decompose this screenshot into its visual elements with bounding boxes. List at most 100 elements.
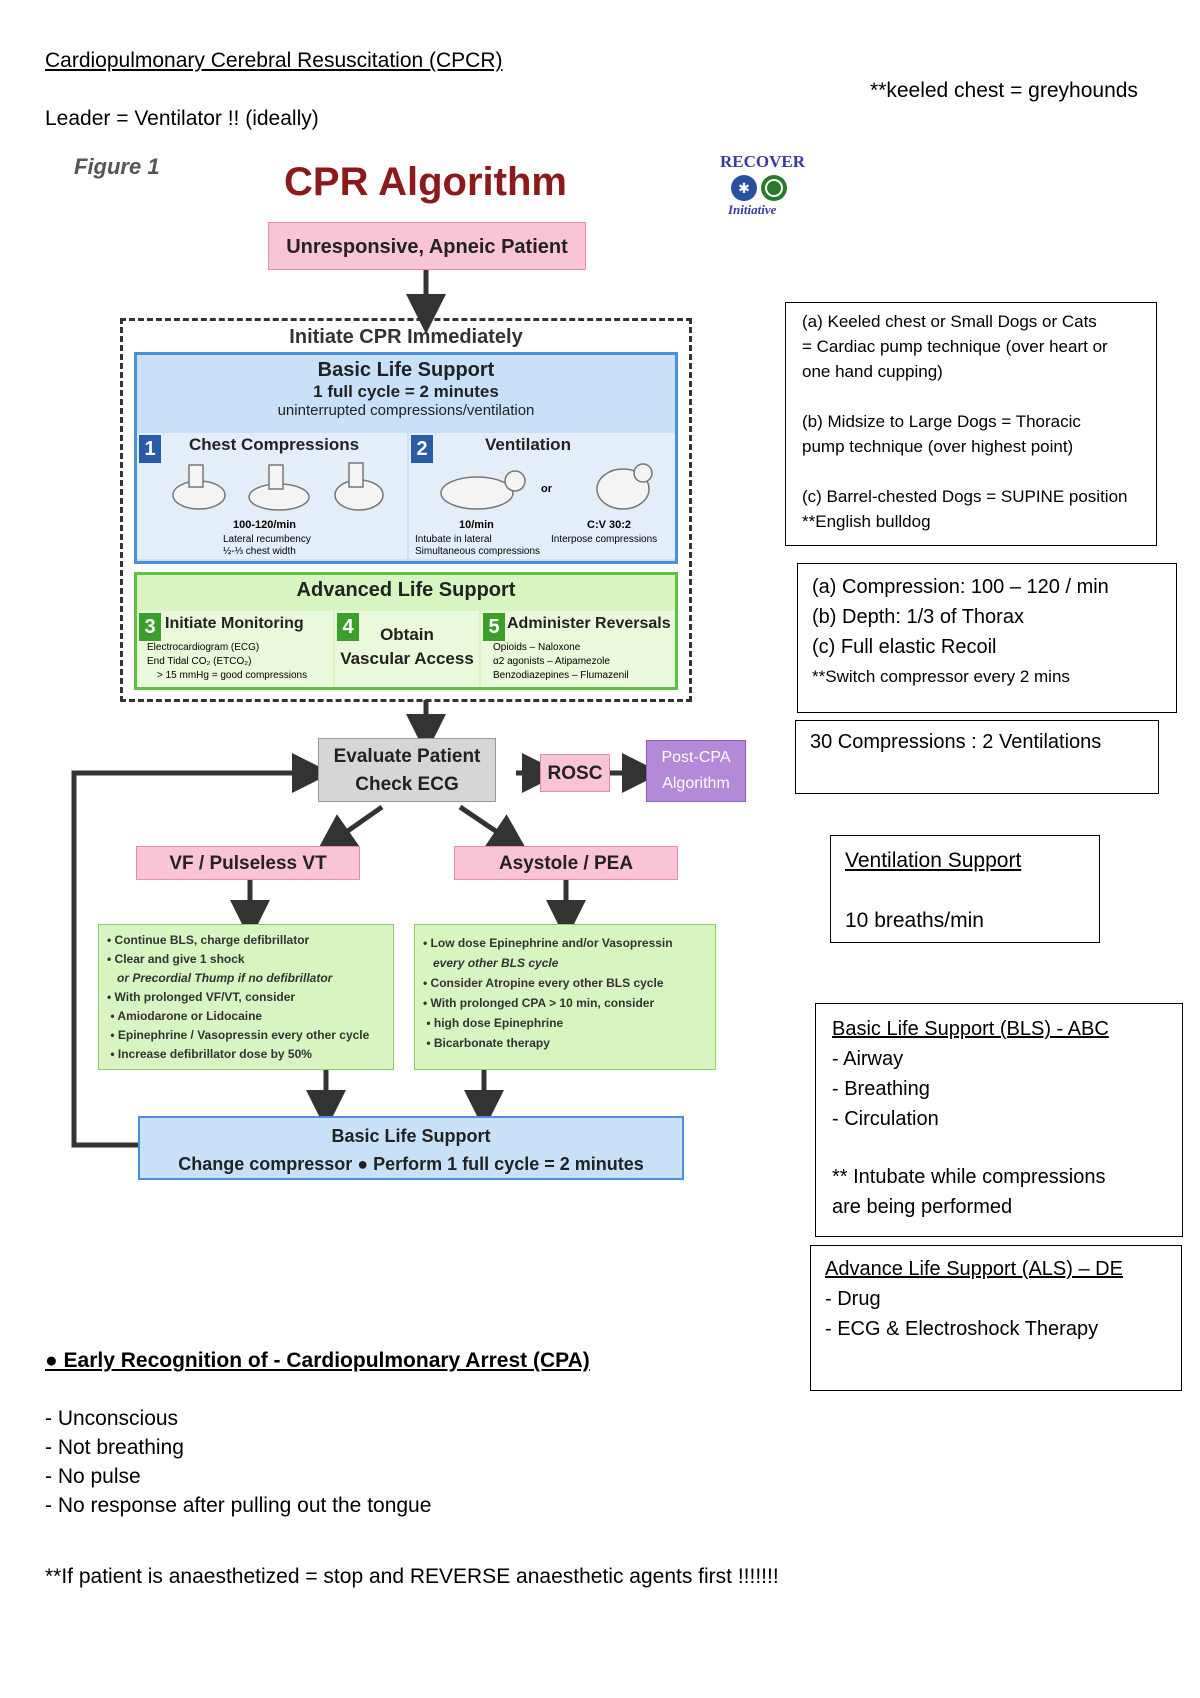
- asystole-actions-box: • Low dose Epinephrine and/or Vasopressi…: [414, 924, 716, 1070]
- chest-rate: 100-120/min: [233, 519, 296, 531]
- bls-panel: Basic Life Support 1 full cycle = 2 minu…: [134, 352, 678, 564]
- technique-spacer-2: [802, 459, 1140, 484]
- technique-line-6: pump technique (over highest point): [802, 437, 1074, 456]
- ventilation-support-value: 10 breaths/min: [845, 909, 984, 932]
- keeled-note: **keeled chest = greyhounds: [870, 79, 1138, 102]
- technique-line-3: one hand cupping): [802, 362, 943, 381]
- ventilation-cv-ratio: C:V 30:2: [587, 519, 632, 531]
- rosc-box: ROSC: [540, 754, 610, 792]
- technique-line-8: (c) Barrel-chested Dogs = SUPINE positio…: [802, 487, 1128, 506]
- early-recognition-title: ● Early Recognition of - Cardiopulmonary…: [45, 1349, 590, 1372]
- chest-note-1: Lateral recumbency: [223, 534, 311, 545]
- ratio-text: 30 Compressions : 2 Ventilations: [810, 731, 1102, 753]
- bls-abc-note-1: ** Intubate while compressions: [832, 1166, 1106, 1188]
- bls-abc-note-2: are being performed: [832, 1196, 1013, 1218]
- als-panel: Advanced Life Support 3 Initiate Monitor…: [134, 572, 678, 690]
- figure-label: Figure 1: [74, 154, 160, 179]
- bls-sub: uninterrupted compressions/ventilation: [277, 402, 535, 419]
- post-cpa-line-1: Post-CPA: [661, 749, 731, 766]
- evaluate-line-1: Evaluate Patient: [333, 746, 481, 767]
- technique-line-9: **English bulldog: [802, 512, 931, 531]
- bls-cycle: 1 full cycle = 2 minutes: [313, 382, 499, 401]
- monitoring-note-2: End Tidal CO₂ (ETCO₂): [147, 656, 252, 667]
- compression-illustrations-icon: [172, 462, 384, 511]
- als-de-title: Advance Life Support (ALS) – DE: [825, 1258, 1123, 1280]
- step-number-1: 1: [139, 435, 161, 463]
- leader-note: Leader = Ventilator !! (ideally): [45, 107, 319, 130]
- compression-line-1: (a) Compression: 100 – 120 / min: [812, 576, 1109, 598]
- bls-abc-title: Basic Life Support (BLS) - ABC: [832, 1018, 1109, 1040]
- technique-box: (a) Keeled chest or Small Dogs or Cats =…: [785, 302, 1157, 546]
- monitoring-title: Initiate Monitoring: [165, 615, 304, 632]
- ventilation-or: or: [541, 483, 552, 495]
- ventilation-illustrations-icon: [440, 463, 653, 510]
- recover-logo: ✱ RECOVER Initiative: [720, 152, 806, 217]
- compression-box: (a) Compression: 100 – 120 / min (b) Dep…: [797, 563, 1177, 713]
- early-item-4: - No response after pulling out the tong…: [45, 1494, 432, 1517]
- monitoring-panel: 3 Initiate Monitoring Electrocardiogram …: [137, 611, 333, 687]
- figure-title: CPR Algorithm: [284, 160, 567, 204]
- ventilation-support-box: Ventilation Support 10 breaths/min: [830, 835, 1100, 943]
- initiate-cpr-title: Initiate CPR Immediately: [289, 326, 523, 348]
- vf-line-5: • Amiodarone or Lidocaine: [107, 1009, 263, 1023]
- als-title: Advanced Life Support: [296, 579, 516, 601]
- reversals-note-3: Benzodiazepines – Flumazenil: [493, 670, 629, 681]
- vf-line-7: • Increase defibrillator dose by 50%: [107, 1047, 312, 1061]
- vascular-title-1: Obtain: [380, 625, 434, 644]
- vf-line-1: • Continue BLS, charge defibrillator: [107, 933, 310, 947]
- cpr-algorithm-figure: Figure 1 CPR Algorithm ✱ RECOVER Initiat…: [64, 152, 844, 1332]
- early-item-1: - Unconscious: [45, 1407, 179, 1430]
- reversals-title: Administer Reversals: [507, 615, 671, 632]
- ventilation-rate: 10/min: [459, 519, 494, 531]
- asy-line-2: every other BLS cycle: [423, 956, 559, 970]
- vascular-title-2: Vascular Access: [340, 649, 474, 668]
- vf-line-2: • Clear and give 1 shock: [107, 952, 245, 966]
- chest-title: Chest Compressions: [189, 435, 360, 454]
- asy-line-1: • Low dose Epinephrine and/or Vasopressi…: [423, 936, 673, 950]
- step-number-5: 5: [483, 613, 505, 641]
- compression-note: **Switch compressor every 2 mins: [812, 667, 1070, 686]
- asy-line-5: • high dose Epinephrine: [423, 1016, 564, 1030]
- early-recognition-list: - Unconscious - Not breathing - No pulse…: [45, 1404, 431, 1520]
- asy-line-6: • Bicarbonate therapy: [423, 1036, 550, 1050]
- asy-line-4: • With prolonged CPA > 10 min, consider: [423, 996, 655, 1010]
- post-cpa-line-2: Algorithm: [662, 775, 730, 792]
- technique-line-5: (b) Midsize to Large Dogs = Thoracic: [802, 412, 1081, 431]
- technique-line-1: (a) Keeled chest or Small Dogs or Cats: [802, 312, 1097, 331]
- vascular-access-panel: 4 Obtain Vascular Access: [335, 611, 479, 687]
- vf-line-6: • Epinephrine / Vasopressin every other …: [107, 1028, 370, 1042]
- reversals-note-2: α2 agonists – Atipamezole: [493, 656, 610, 667]
- bls-abc-item-1: - Airway: [832, 1048, 904, 1070]
- bls-title: Basic Life Support: [317, 359, 495, 381]
- asy-line-3: • Consider Atropine every other BLS cycl…: [423, 976, 664, 990]
- ventilation-note-1: Intubate in lateral: [415, 534, 492, 545]
- ventilation-note-2: Simultaneous compressions: [415, 546, 541, 557]
- asystole-pea-box: Asystole / PEA: [454, 846, 678, 880]
- document-title: Cardiopulmonary Cerebral Resuscitation (…: [45, 49, 503, 72]
- step-number-3: 3: [139, 613, 161, 641]
- bls-abc-item-2: - Breathing: [832, 1078, 930, 1100]
- ventilation-title: Ventilation: [485, 435, 571, 454]
- monitoring-note-1: Electrocardiogram (ECG): [147, 642, 260, 653]
- reversals-note-1: Opioids – Naloxone: [493, 642, 581, 653]
- anaesthetic-warning: **If patient is anaesthetized = stop and…: [45, 1565, 779, 1588]
- early-item-3: - No pulse: [45, 1465, 141, 1488]
- early-item-2: - Not breathing: [45, 1436, 184, 1459]
- ventilation-panel: 2 Ventilation or 10/min C:V 30:2 Intubat…: [409, 433, 675, 559]
- ventilation-support-title: Ventilation Support: [845, 849, 1022, 872]
- chest-compressions-panel: 1 Chest Compressions 100-120/min Lateral…: [137, 433, 407, 559]
- bottom-bls-title: Basic Life Support: [331, 1126, 491, 1146]
- vf-line-4: • With prolonged VF/VT, consider: [107, 990, 296, 1004]
- evaluate-patient-box: Evaluate Patient Check ECG: [318, 738, 496, 802]
- post-cpa-box: Post-CPA Algorithm: [646, 740, 746, 802]
- bottom-bls-box: Basic Life Support Change compressor ● P…: [138, 1116, 684, 1180]
- vf-actions-box: • Continue BLS, charge defibrillator • C…: [98, 924, 394, 1070]
- start-box: Unresponsive, Apneic Patient: [268, 222, 586, 270]
- reversals-panel: 5 Administer Reversals Opioids – Naloxon…: [481, 611, 675, 687]
- chest-note-2: ½-⅓ chest width: [223, 546, 296, 557]
- step-number-4: 4: [337, 613, 359, 641]
- als-de-box: Advance Life Support (ALS) – DE - Drug -…: [810, 1245, 1182, 1391]
- technique-line-2: = Cardiac pump technique (over heart or: [802, 337, 1108, 356]
- vf-pulseless-vt-box: VF / Pulseless VT: [136, 846, 360, 880]
- ratio-box: 30 Compressions : 2 Ventilations: [795, 720, 1159, 794]
